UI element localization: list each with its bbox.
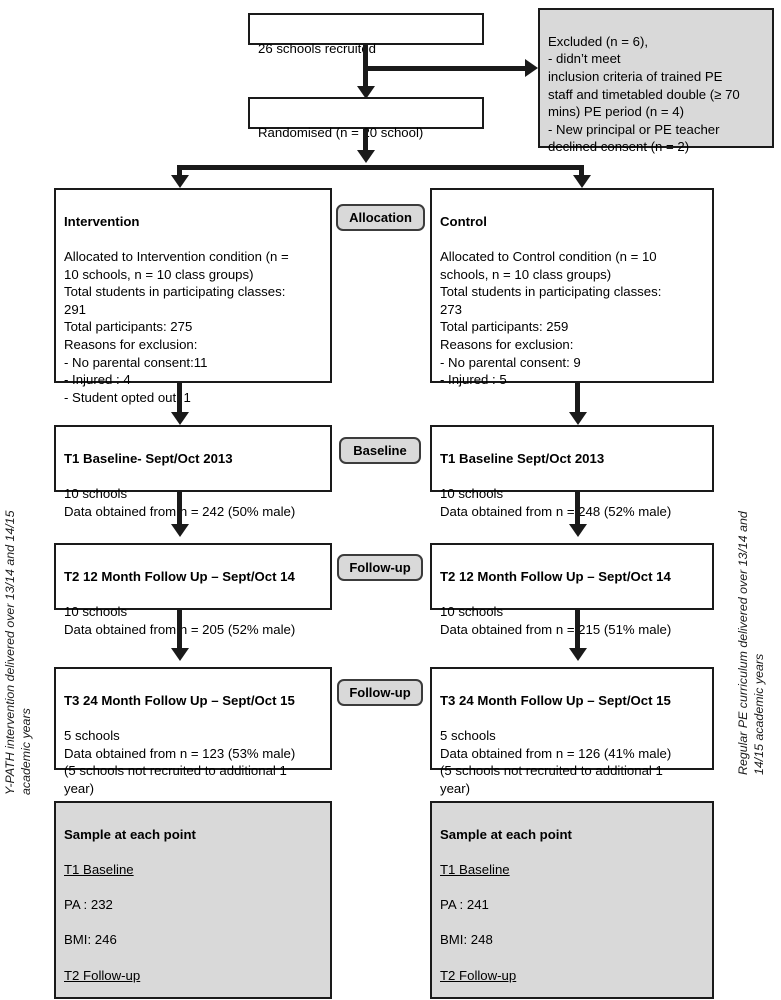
connector-randomised-down xyxy=(363,129,368,157)
box-control-t1: T1 Baseline Sept/Oct 2013 10 schools Dat… xyxy=(430,425,714,519)
control-t1-heading: T1 Baseline Sept/Oct 2013 xyxy=(440,450,605,466)
intervention-t3-text: 5 schools Data obtained from n = 123 (53… xyxy=(64,727,296,796)
box-control-summary: Sample at each point T1 Baseline PA : 24… xyxy=(430,801,714,999)
control-heading: Control xyxy=(440,213,487,229)
arrowhead-control-t2 xyxy=(569,524,587,537)
intervention-t1-text: 10 schools Data obtained from n = 242 (5… xyxy=(64,485,296,519)
connector-split-horizontal xyxy=(177,165,584,170)
stage-label-followup-t3: Follow-up xyxy=(337,679,423,706)
arrowhead-control-t1 xyxy=(569,412,587,425)
side-caption-control: Regular PE curriculum delivered over 13/… xyxy=(736,511,767,775)
box-schools-recruited: 26 schools recruited xyxy=(248,13,484,56)
arrowhead-to-control xyxy=(573,175,591,188)
arrowhead-intervention-t3 xyxy=(171,648,189,661)
box-control-t2: T2 12 Month Follow Up – Sept/Oct 14 10 s… xyxy=(430,543,714,637)
intervention-t1-heading: T1 Baseline- Sept/Oct 2013 xyxy=(64,450,233,466)
arrowhead-control-t3 xyxy=(569,648,587,661)
intervention-allocation-text: Allocated to Intervention condition (n =… xyxy=(64,248,289,405)
control-summary-label-1: T2 Follow-up xyxy=(440,967,517,983)
arrowhead-to-randomised xyxy=(357,86,375,99)
box-randomised: Randomised (n = 20 school) xyxy=(248,97,484,140)
connector-intervention-t2-to-t3 xyxy=(177,610,182,654)
stage-label-followup-t2: Follow-up xyxy=(337,554,423,581)
arrowhead-intervention-t1 xyxy=(171,412,189,425)
intervention-t2-text: 10 schools Data obtained from n = 205 (5… xyxy=(64,603,296,637)
arrowhead-intervention-t2 xyxy=(171,524,189,537)
stage-label-allocation: Allocation xyxy=(336,204,425,231)
connector-split-right xyxy=(579,165,584,181)
stage-label-baseline: Baseline xyxy=(339,437,421,464)
connector-intervention-t1-to-t2 xyxy=(177,492,182,530)
box-intervention-allocation: Intervention Allocated to Intervention c… xyxy=(54,188,332,405)
control-summary-pa-0: PA : 241 xyxy=(440,897,489,913)
schools-recruited-text: 26 schools recruited xyxy=(258,40,377,56)
arrowhead-to-intervention xyxy=(171,175,189,188)
excluded-text: Excluded (n = 6), - didn’t meet inclusio… xyxy=(548,33,740,155)
control-t1-text: 10 schools Data obtained from n = 248 (5… xyxy=(440,485,672,519)
intervention-t3-heading: T3 24 Month Follow Up – Sept/Oct 15 xyxy=(64,692,295,708)
stage-label-followup-t2-text: Follow-up xyxy=(349,560,411,575)
intervention-summary-label-0: T1 Baseline xyxy=(64,861,134,877)
intervention-t2-heading: T2 12 Month Follow Up – Sept/Oct 14 xyxy=(64,568,295,584)
box-excluded: Excluded (n = 6), - didn’t meet inclusio… xyxy=(538,8,774,154)
intervention-summary-title: Sample at each point xyxy=(64,826,196,842)
box-intervention-t2: T2 12 Month Follow Up – Sept/Oct 14 10 s… xyxy=(54,543,332,637)
randomised-text: Randomised (n = 20 school) xyxy=(258,124,424,140)
intervention-heading: Intervention xyxy=(64,213,140,229)
box-intervention-t1: T1 Baseline- Sept/Oct 2013 10 schools Da… xyxy=(54,425,332,519)
intervention-summary-bmi-0: BMI: 246 xyxy=(64,932,117,948)
connector-intervention-alloc-to-t1 xyxy=(177,383,182,418)
box-intervention-t3: T3 24 Month Follow Up – Sept/Oct 15 5 sc… xyxy=(54,667,332,796)
control-t2-heading: T2 12 Month Follow Up – Sept/Oct 14 xyxy=(440,568,671,584)
control-t3-heading: T3 24 Month Follow Up – Sept/Oct 15 xyxy=(440,692,671,708)
control-summary-title: Sample at each point xyxy=(440,826,572,842)
connector-split-left xyxy=(177,165,182,181)
side-caption-intervention: Y-PATH intervention delivered over 13/14… xyxy=(3,510,34,795)
box-control-allocation: Control Allocated to Control condition (… xyxy=(430,188,714,387)
box-control-t3: T3 24 Month Follow Up – Sept/Oct 15 5 sc… xyxy=(430,667,714,796)
control-t2-text: 10 schools Data obtained from n = 215 (5… xyxy=(440,603,672,637)
box-intervention-summary: Sample at each point T1 Baseline PA : 23… xyxy=(54,801,332,999)
stage-label-followup-t3-text: Follow-up xyxy=(349,685,411,700)
control-allocation-text: Allocated to Control condition (n = 10 s… xyxy=(440,248,662,388)
stage-label-allocation-text: Allocation xyxy=(349,210,412,225)
stage-label-baseline-text: Baseline xyxy=(353,443,407,458)
connector-control-t1-to-t2 xyxy=(575,492,580,530)
intervention-summary-label-1: T2 Follow-up xyxy=(64,967,141,983)
arrowhead-randomised-split xyxy=(357,150,375,163)
connector-control-alloc-to-t1 xyxy=(575,383,580,418)
connector-control-t2-to-t3 xyxy=(575,610,580,654)
connector-to-excluded xyxy=(363,66,527,71)
control-summary-label-0: T1 Baseline xyxy=(440,861,510,877)
control-t3-text: 5 schools Data obtained from n = 126 (41… xyxy=(440,727,672,796)
intervention-summary-pa-0: PA : 232 xyxy=(64,897,113,913)
control-summary-bmi-0: BMI: 248 xyxy=(440,932,493,948)
arrowhead-to-excluded xyxy=(525,59,538,77)
